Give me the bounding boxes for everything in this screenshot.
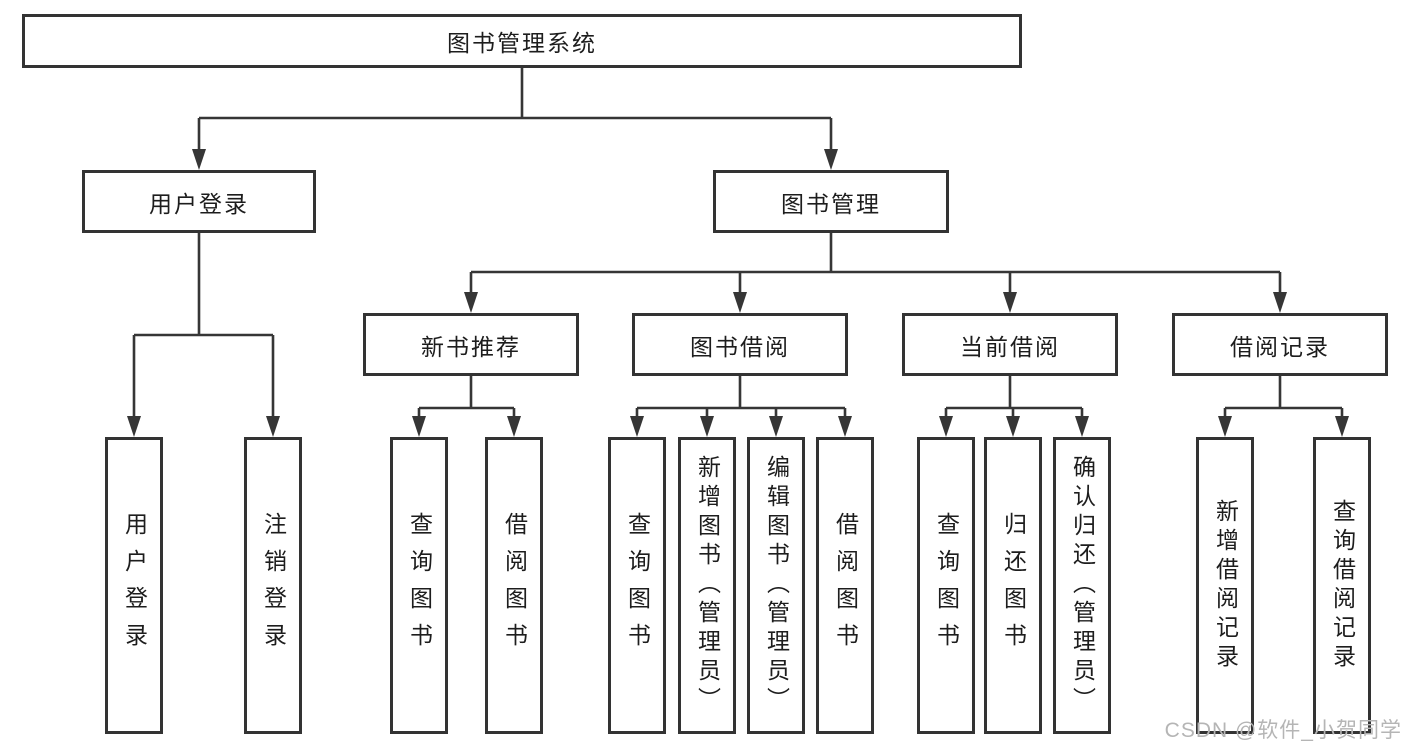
leaf-confirm-return-admin: 确认归还（管理员） [1053,437,1111,734]
node-current-borrowing-label: 当前借阅 [960,333,1060,360]
leaf-return-book: 归还图书 [984,437,1042,734]
leaf-query-books-borrowing-label: 查询图书 [624,511,651,660]
leaf-query-books-current-label: 查询图书 [933,511,960,660]
node-user-login: 用户登录 [82,170,316,233]
leaf-edit-book-admin-label: 编辑图书（管理员） [763,455,790,716]
node-user-login-label: 用户登录 [149,190,249,217]
node-root-system-label: 图书管理系统 [447,30,597,56]
leaf-edit-book-admin: 编辑图书（管理员） [747,437,805,734]
leaf-add-book-admin-label: 新增图书（管理员） [694,455,721,716]
leaf-logout-label: 注销登录 [260,511,287,660]
leaf-query-borrow-record: 查询借阅记录 [1313,437,1371,734]
node-book-management-label: 图书管理 [781,190,881,217]
node-book-management: 图书管理 [713,170,949,233]
leaf-borrow-books-recommend: 借阅图书 [485,437,543,734]
leaf-confirm-return-admin-label: 确认归还（管理员） [1069,455,1096,716]
leaf-borrow-books: 借阅图书 [816,437,874,734]
leaf-borrow-books-label: 借阅图书 [832,511,859,660]
node-current-borrowing: 当前借阅 [902,313,1118,376]
leaf-add-borrow-record: 新增借阅记录 [1196,437,1254,734]
node-borrowing-records: 借阅记录 [1172,313,1388,376]
leaf-add-book-admin: 新增图书（管理员） [678,437,736,734]
leaf-query-books-current: 查询图书 [917,437,975,734]
leaf-user-login: 用户登录 [105,437,163,734]
leaf-return-book-label: 归还图书 [1000,511,1027,660]
leaf-query-books-recommend-label: 查询图书 [406,511,433,660]
leaf-query-borrow-record-label: 查询借阅记录 [1329,498,1356,673]
leaf-logout: 注销登录 [244,437,302,734]
node-book-borrowing: 图书借阅 [632,313,848,376]
node-new-book-recommend-label: 新书推荐 [421,333,521,360]
node-new-book-recommend: 新书推荐 [363,313,579,376]
leaf-user-login-label: 用户登录 [121,511,148,660]
leaf-borrow-books-recommend-label: 借阅图书 [501,511,528,660]
node-borrowing-records-label: 借阅记录 [1230,333,1330,360]
node-book-borrowing-label: 图书借阅 [690,333,790,360]
leaf-query-books-borrowing: 查询图书 [608,437,666,734]
leaf-add-borrow-record-label: 新增借阅记录 [1212,498,1239,673]
node-root-system: 图书管理系统 [22,14,1022,68]
leaf-query-books-recommend: 查询图书 [390,437,448,734]
csdn-watermark: CSDN @软件_小贺同学 [1164,719,1402,742]
